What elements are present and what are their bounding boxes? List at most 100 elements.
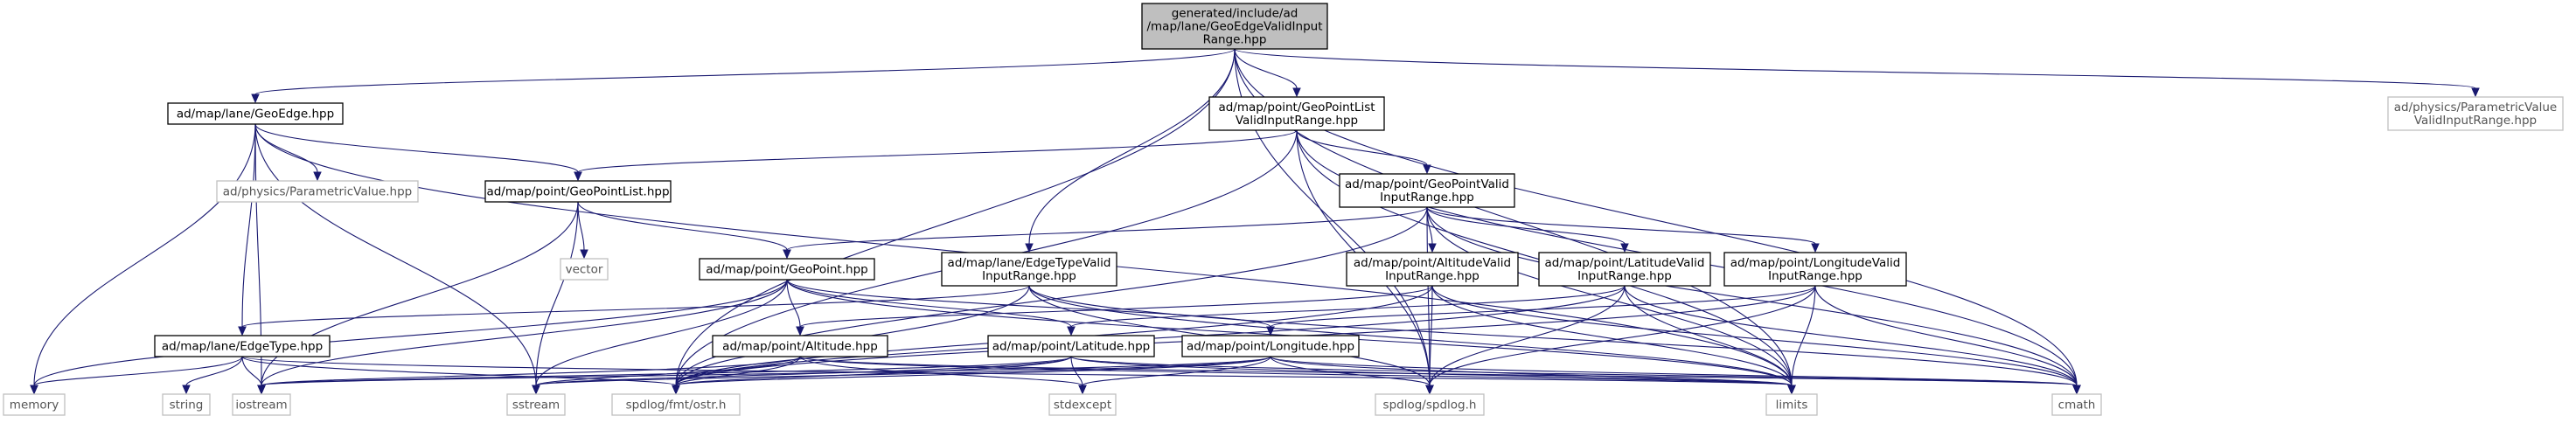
node-geopoint[interactable]: ad/map/point/GeoPoint.hpp <box>699 258 875 281</box>
edge-line <box>1624 285 2078 386</box>
node-label: ad/map/point/GeoPointList.hpp <box>486 185 669 199</box>
edge-line <box>33 279 788 386</box>
node-box <box>154 335 331 357</box>
edge-arrowhead <box>1423 164 1431 175</box>
node-label: sstream <box>512 399 560 413</box>
node-geoedge[interactable]: ad/map/lane/GeoEdge.hpp <box>167 102 344 125</box>
edge-line <box>241 285 1030 328</box>
edge-line <box>1028 285 1793 386</box>
node-altitude[interactable]: ad/map/point/Altitude.hpp <box>712 335 888 357</box>
edge-line <box>1624 285 1793 386</box>
edge-line <box>675 356 1271 386</box>
edge-line <box>1426 206 1431 386</box>
edge-longitude-to-cmath <box>1270 356 2081 395</box>
edge-arrowhead <box>1428 243 1437 253</box>
edge-line <box>254 123 537 386</box>
node-gpl[interactable]: ad/map/point/GeoPointList.hpp <box>484 180 672 203</box>
node-label: ad/physics/ParametricValue.hpp <box>223 185 412 199</box>
edge-line <box>241 356 1793 386</box>
node-box <box>1538 252 1711 287</box>
edge-line <box>1431 285 2078 386</box>
edge-arrowhead <box>251 94 260 104</box>
node-vector: vector <box>560 258 609 281</box>
edge-geoedge-to-pv <box>254 123 322 182</box>
edge-line <box>577 201 585 251</box>
node-label: ad/map/point/Latitude.hpp <box>992 340 1150 354</box>
node-label: ad/map/lane/EdgeType.hpp <box>162 340 323 354</box>
edge-line <box>1426 206 1816 245</box>
edge-gplvir-to-gpvir <box>1296 129 1431 175</box>
edge-line <box>254 48 1236 95</box>
node-box <box>560 258 609 281</box>
edge-gpvir-to-geopoint <box>783 206 1428 260</box>
edge-line <box>1070 285 1626 328</box>
node-label: ad/map/lane/GeoEdge.hpp <box>177 107 334 121</box>
edge-line <box>261 201 579 386</box>
node-ostr: spdlog/fmt/ostr.h <box>611 393 741 416</box>
edge-line <box>675 48 1236 386</box>
edge-line <box>1791 285 1816 386</box>
edge-arrowhead <box>1787 385 1796 395</box>
edge-arrowhead <box>238 326 247 336</box>
node-box <box>216 180 419 203</box>
edge-geopoint-to-latitude <box>786 279 1076 336</box>
edge-longitude-to-limits <box>1270 356 1796 395</box>
node-longitude[interactable]: ad/map/point/Longitude.hpp <box>1181 335 1360 357</box>
node-label: stdexcept <box>1054 399 1111 413</box>
edge-arrowhead <box>783 249 791 260</box>
node-edgetype[interactable]: ad/map/lane/EdgeType.hpp <box>154 335 331 357</box>
edge-line <box>799 356 1083 386</box>
edge-arrowhead <box>182 385 191 395</box>
edge-longitude-to-ostr <box>672 356 1271 395</box>
edge-root-to-etvir <box>1025 48 1236 253</box>
node-label: InputRange.hpp <box>1768 269 1862 283</box>
edge-line <box>577 201 788 251</box>
edge-line <box>261 279 788 386</box>
node-label: ad/map/lane/EdgeTypeValid <box>948 256 1111 270</box>
edge-line <box>535 201 579 386</box>
edge-edgetype-to-string <box>182 356 243 395</box>
node-label: InputRange.hpp <box>1577 269 1672 283</box>
edge-line <box>1270 356 2078 386</box>
node-box <box>941 252 1117 287</box>
node-box <box>232 393 291 416</box>
edge-line <box>1296 129 1428 166</box>
node-cmath: cmath <box>2051 393 2102 416</box>
edge-gpl-to-sstream <box>532 201 579 395</box>
edge-root-to-gplvir <box>1234 48 1301 98</box>
edge-arrowhead <box>2471 87 2480 98</box>
node-gplvir[interactable]: ad/map/point/GeoPointListValidInputRange… <box>1208 96 1385 131</box>
node-lonvir[interactable]: ad/map/point/LongitudeValidInputRange.hp… <box>1723 252 1907 287</box>
node-root[interactable]: generated/include/ad/map/lane/GeoEdgeVal… <box>1141 3 1328 50</box>
edge-line <box>241 356 677 386</box>
edge-altitude-to-cmath <box>799 356 2081 395</box>
node-label: vector <box>566 263 603 277</box>
node-label: ad/map/point/GeoPointList <box>1218 101 1375 114</box>
edge-line <box>1028 285 2078 386</box>
node-label: ValidInputRange.hpp <box>2414 114 2537 128</box>
node-iostream: iostream <box>232 393 291 416</box>
node-box <box>699 258 875 281</box>
edge-line <box>261 356 1271 386</box>
edge-line <box>1814 285 2078 386</box>
edge-line <box>254 123 579 173</box>
node-box <box>1208 96 1385 131</box>
node-label: ad/map/point/LongitudeValid <box>1730 256 1901 270</box>
edge-line <box>1082 356 1271 386</box>
node-label: ad/physics/ParametricValue <box>2394 101 2557 114</box>
edge-geopoint-to-memory <box>30 279 788 395</box>
edge-arrowhead <box>1292 87 1301 98</box>
node-box <box>1141 3 1328 50</box>
edge-arrowhead <box>574 171 582 182</box>
edge-edgetype-to-memory <box>30 356 243 395</box>
node-memory: memory <box>3 393 66 416</box>
node-latitude[interactable]: ad/map/point/Latitude.hpp <box>987 335 1155 357</box>
edge-longitude-to-spdlog <box>1270 356 1434 395</box>
node-label: ad/map/point/GeoPoint.hpp <box>706 263 867 277</box>
edge-longitude-to-iostream <box>257 356 1271 395</box>
edge-line <box>1070 356 1793 386</box>
